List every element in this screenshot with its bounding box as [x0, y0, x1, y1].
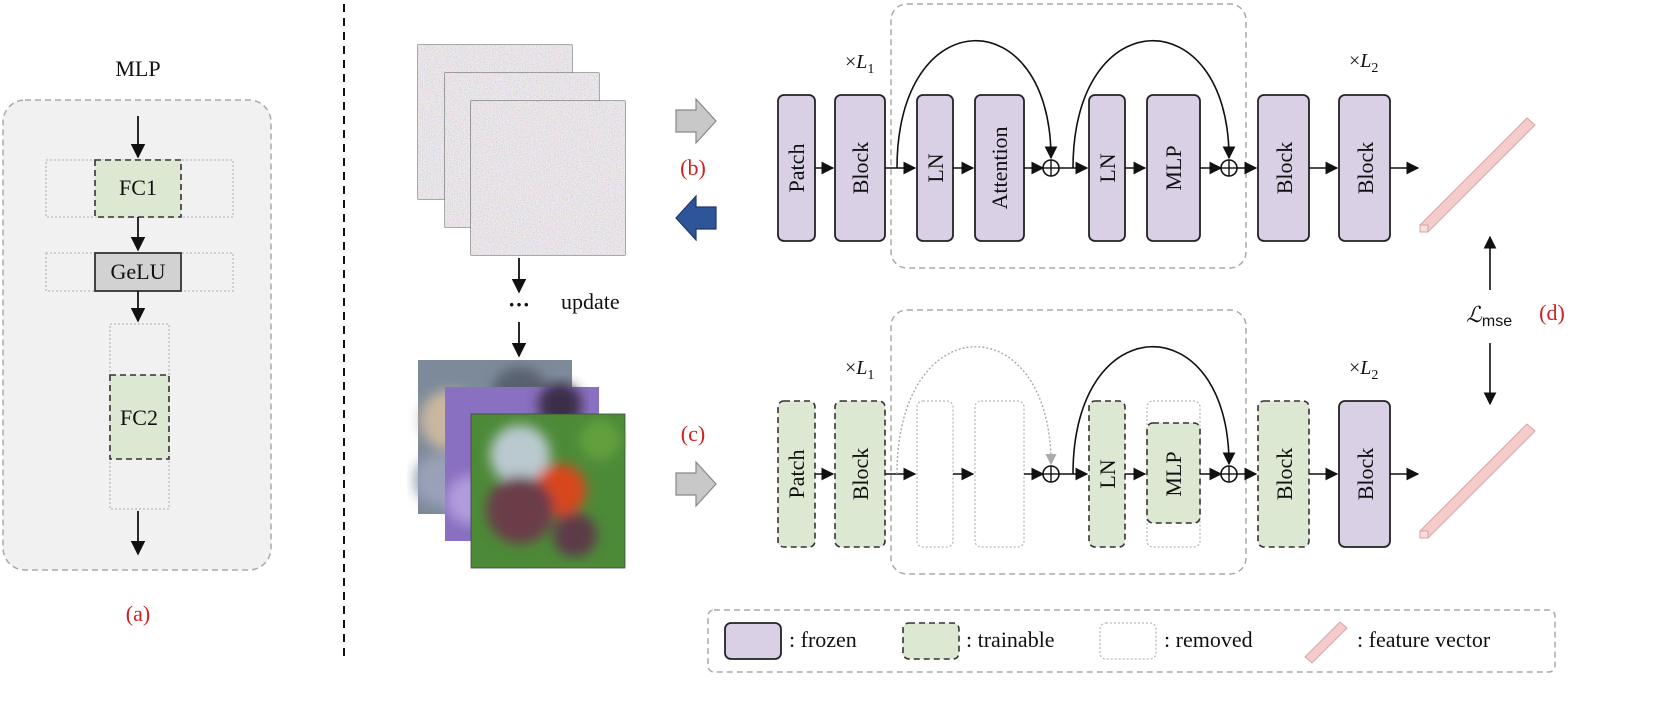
- fc2-box: [109, 374, 170, 460]
- bottom-patch-label: Patch: [784, 450, 809, 499]
- caption-b: (b): [680, 155, 706, 180]
- bottom-transformer-block: [890, 309, 1247, 575]
- bottom-repeat-l1: ×L1: [845, 357, 874, 383]
- bottom-block-3-label: Block: [1353, 448, 1378, 501]
- top-add-1: [1042, 159, 1060, 177]
- caption-c: (c): [681, 421, 705, 446]
- fc2-label: FC2: [120, 405, 158, 430]
- top-add-2: [1220, 159, 1238, 177]
- top-patch-label: Patch: [784, 144, 809, 193]
- arrow-forward-c: [675, 460, 717, 508]
- legend-feature-swatch: [1304, 621, 1348, 664]
- caption-d: (d): [1539, 300, 1565, 325]
- panel-a-title: MLP: [115, 56, 160, 81]
- top-block-1-label: Block: [848, 142, 873, 195]
- top-row-arrows: [815, 39, 1420, 175]
- fc1-label: FC1: [119, 175, 157, 200]
- loss-label: ℒmse: [1466, 302, 1512, 330]
- top-row: ×L1 ×L2 Patch Block LN Attention LN MLP …: [777, 3, 1536, 269]
- gelu-box: [94, 252, 182, 292]
- top-block-3-label: Block: [1353, 142, 1378, 195]
- legend-feature-label: : feature vector: [1357, 627, 1491, 652]
- top-repeat-l2: ×L2: [1349, 50, 1378, 76]
- gelu-label: GeLU: [111, 259, 166, 284]
- top-ln-2-label: LN: [1095, 153, 1120, 182]
- legend-frozen-swatch: [724, 622, 782, 660]
- bottom-block-2-label: Block: [1272, 448, 1297, 501]
- caption-a: (a): [126, 601, 150, 626]
- top-ln-1-label: LN: [923, 153, 948, 182]
- top-repeat-l1: ×L1: [845, 51, 874, 77]
- synth-image-3-blobs: [486, 420, 620, 557]
- legend-removed-swatch: [1099, 622, 1157, 660]
- noise-texture-3: [471, 101, 625, 255]
- arrow-backward-blue: [675, 194, 717, 242]
- noise-image-stack: [417, 44, 626, 256]
- bottom-block-1-label: Block: [848, 448, 873, 501]
- legend-trainable-label: : trainable: [966, 627, 1055, 652]
- update-label: update: [561, 289, 620, 314]
- legend-removed-label: : removed: [1164, 627, 1253, 652]
- bottom-removed-residual: [896, 346, 1057, 475]
- bottom-feature-vector: [1419, 423, 1536, 539]
- legend-trainable-swatch: [902, 622, 960, 660]
- panel-a: MLP FC1 GeLU FC2 (a): [2, 56, 272, 626]
- top-feature-vector: [1419, 117, 1536, 233]
- bottom-attention-removed: [974, 400, 1025, 548]
- bottom-add-2: [1220, 465, 1238, 483]
- top-block-2-label: Block: [1272, 142, 1297, 195]
- bottom-mlp: [1146, 422, 1201, 524]
- bottom-repeat-l2: ×L2: [1349, 357, 1378, 383]
- legend-box: [707, 609, 1556, 673]
- legend: : frozen : trainable : removed : feature…: [707, 609, 1556, 673]
- top-transformer-block: [890, 3, 1247, 269]
- bottom-row: ×L1 ×L2 Patch Block LN MLP Block Block: [777, 309, 1536, 575]
- bottom-ln-1-removed: [916, 400, 954, 548]
- synthesized-image-stack: [414, 360, 626, 569]
- bottom-mlp-label: MLP: [1161, 451, 1186, 496]
- top-attention-label: Attention: [987, 126, 1012, 209]
- arrow-forward-b: [675, 97, 717, 145]
- fc2-removed-region: [109, 323, 170, 510]
- bottom-ln-2-label: LN: [1095, 459, 1120, 488]
- bottom-add-1: [1042, 465, 1060, 483]
- bottom-row-arrows: [815, 345, 1420, 481]
- top-mlp-label: MLP: [1161, 145, 1186, 190]
- legend-frozen-label: : frozen: [789, 627, 857, 652]
- ellipsis: ···: [508, 292, 530, 317]
